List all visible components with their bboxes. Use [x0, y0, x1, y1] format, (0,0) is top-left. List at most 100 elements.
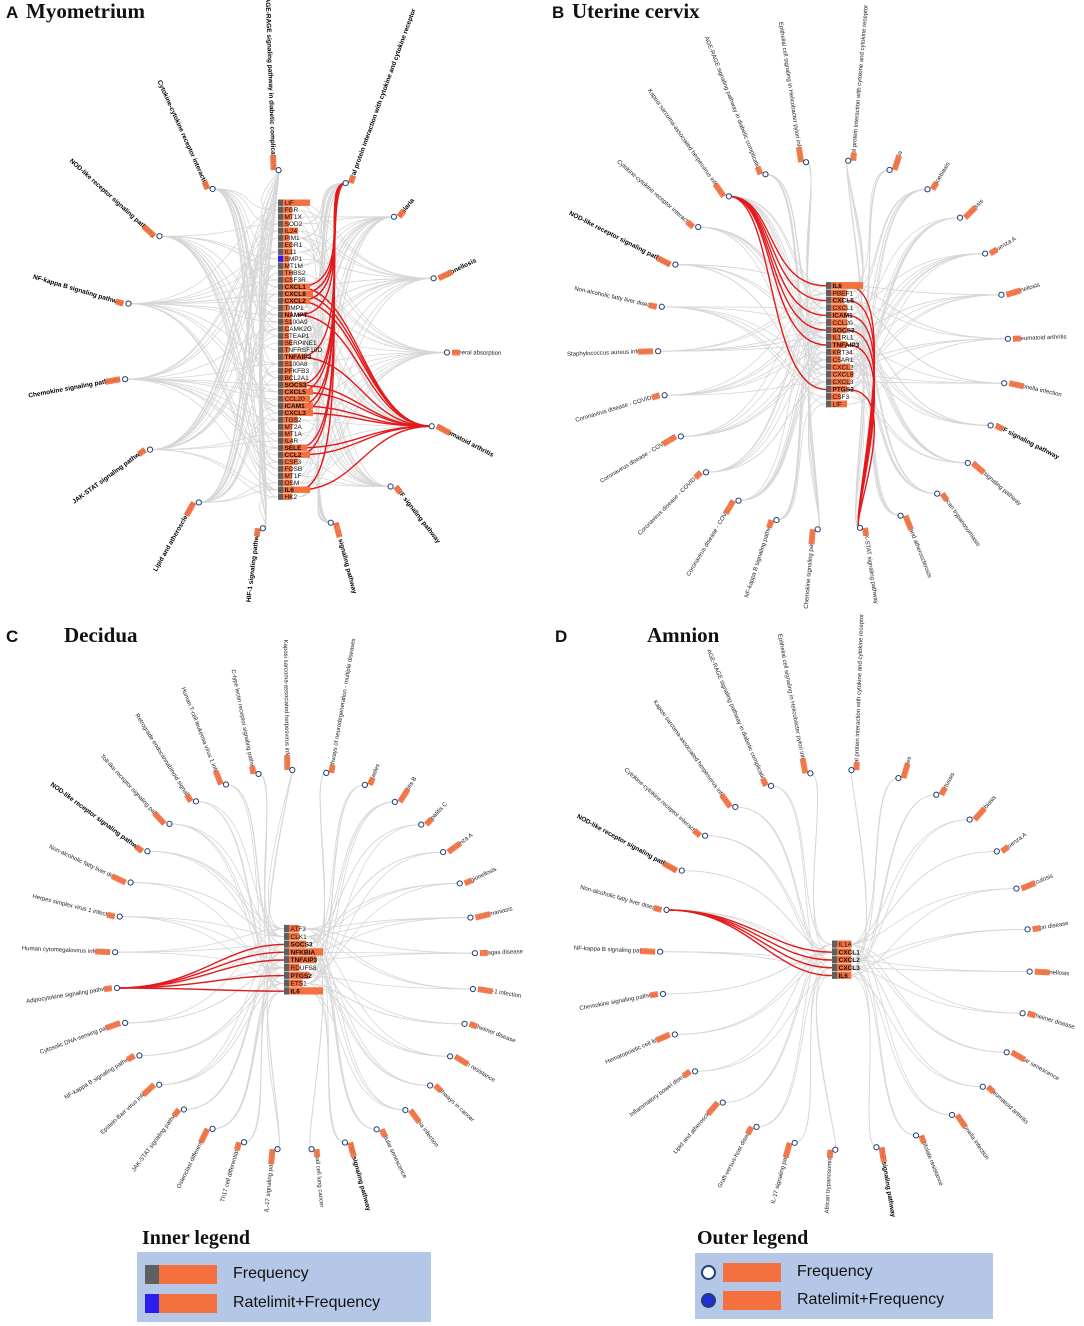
pathway-node-circle[interactable] — [327, 519, 334, 526]
pathway-node-circle[interactable] — [702, 469, 710, 476]
pathway-node[interactable]: Epstein-Barr virus infection — [100, 1081, 163, 1136]
pathway-node[interactable]: Cytokine-cytokine receptor interaction — [156, 79, 216, 193]
gene-row[interactable]: CSF3R — [278, 276, 306, 284]
pathway-node[interactable]: Epithelial cell signaling in Helicobacte… — [777, 22, 810, 166]
pathway-node-circle[interactable] — [308, 1146, 315, 1153]
pathway-node-circle[interactable] — [658, 303, 665, 310]
pathway-node[interactable]: Lipid and atherosclerosis — [152, 499, 202, 573]
pathway-node[interactable]: Cellular senescence — [373, 1126, 408, 1180]
gene-row[interactable]: RDUFS8 — [284, 963, 317, 972]
pathway-node-circle[interactable] — [341, 1139, 349, 1146]
pathway-node[interactable]: Yersinia infection — [402, 1106, 439, 1149]
pathway-node[interactable]: Chemokine signaling pathway — [28, 376, 129, 400]
gene-row[interactable]: SOCS3 — [278, 381, 307, 389]
pathway-node[interactable]: Staphylococcus aureus infection — [567, 348, 662, 358]
pathway-node-circle[interactable] — [255, 770, 262, 778]
gene-row[interactable]: NAMPT — [278, 311, 308, 319]
pathway-node[interactable]: Non-alcoholic fatty liver disease — [574, 286, 665, 310]
pathway-node[interactable]: Legionellosis — [1026, 968, 1069, 978]
pathway-node[interactable]: IL-17 signaling pathway — [264, 1146, 281, 1213]
gene-row[interactable]: HK2 — [278, 493, 298, 501]
pathway-node[interactable]: Kaposi sarcoma-associated herpesvirus in… — [646, 88, 732, 200]
gene-row[interactable]: IL1A — [832, 940, 853, 949]
gene-row[interactable]: PFKFB3 — [278, 367, 309, 375]
pathway-node-circle[interactable] — [440, 848, 447, 856]
pathway-node[interactable]: Legionellosis — [456, 867, 498, 887]
pathway-node-circle[interactable] — [116, 913, 123, 920]
pathway-node[interactable]: Coronavirus disease - COVID-19 — [599, 433, 684, 485]
gene-row[interactable]: PIM1 — [278, 234, 300, 242]
gene-row[interactable]: CXCL1 — [826, 304, 854, 312]
pathway-node-circle[interactable] — [767, 782, 775, 789]
gene-row[interactable]: CAMK2G — [278, 325, 312, 333]
gene-row[interactable]: MT1A — [278, 430, 303, 438]
pathway-node[interactable]: Coronavirus disease - COVID-19 — [686, 497, 742, 578]
pathway-node-circle[interactable] — [964, 459, 971, 467]
gene-row[interactable]: THBS2 — [278, 269, 306, 277]
pathway-node-circle[interactable] — [323, 769, 330, 776]
pathway-node-circle[interactable] — [663, 906, 670, 914]
pathway-node-circle[interactable] — [373, 1126, 380, 1133]
pathway-node[interactable]: Chemokine signaling pathway — [804, 526, 821, 609]
pathway-node[interactable]: HIF-1 signaling pathway — [245, 525, 266, 603]
pathway-node-circle[interactable] — [845, 157, 852, 164]
pathway-node[interactable]: Pertussis — [933, 772, 957, 798]
pathway-node-circle[interactable] — [695, 223, 702, 231]
gene-row[interactable]: BCL2A1 — [278, 374, 309, 382]
pathway-node-circle[interactable] — [654, 348, 662, 355]
pathway-node[interactable]: Lipid and atherosclerosis — [673, 1099, 726, 1155]
pathway-node[interactable]: Toll-like receptor signaling pathway — [99, 754, 173, 827]
pathway-node-circle[interactable] — [1004, 335, 1012, 342]
pathway-node[interactable]: Mineral absorption — [443, 349, 501, 357]
gene-row[interactable]: TNFAIP3 — [826, 341, 860, 349]
pathway-node[interactable]: Coronavirus disease - COVID-19 — [637, 469, 710, 537]
pathway-node-circle[interactable] — [274, 1146, 281, 1153]
pathway-node-circle[interactable] — [753, 1123, 760, 1130]
pathway-node-circle[interactable] — [427, 1082, 434, 1089]
pathway-node-circle[interactable] — [275, 167, 282, 174]
pathway-node-circle[interactable] — [873, 1144, 880, 1151]
pathway-node-circle[interactable] — [948, 1111, 956, 1119]
pathway-node[interactable]: Hepatitis B — [391, 776, 418, 806]
pathway-node[interactable]: Cytokine-cytokine receptor interaction — [623, 767, 709, 839]
pathway-node[interactable]: Viral protein interaction with cytokine … — [342, 8, 418, 187]
pathway-node[interactable]: African trypanosomiasis — [825, 1146, 839, 1214]
pathway-node-circle[interactable] — [136, 1052, 143, 1059]
pathway-node-circle[interactable] — [456, 880, 463, 887]
gene-row[interactable]: TNFAIP3 — [278, 353, 312, 361]
pathway-node[interactable]: Salmonella infection — [948, 1111, 990, 1161]
pathway-node-circle[interactable] — [112, 949, 119, 956]
gene-row[interactable]: PTGS2 — [826, 385, 854, 394]
pathway-node-circle[interactable] — [289, 766, 296, 774]
pathway-node[interactable]: Rheumatoid arthritis — [979, 1083, 1029, 1126]
gene-row[interactable]: TGS2 — [278, 416, 302, 424]
gene-row[interactable]: LIF — [278, 199, 310, 207]
gene-row[interactable]: IL6 — [278, 486, 310, 494]
pathway-node-circle[interactable] — [144, 848, 151, 855]
pathway-node-circle[interactable] — [387, 483, 394, 490]
pathway-node[interactable]: African trypanosomiasis — [934, 490, 981, 548]
gene-row[interactable]: CLK1 — [284, 932, 307, 941]
gene-row[interactable]: CXCL2 — [278, 297, 310, 305]
pathway-node[interactable]: IL-17 signaling pathway — [327, 519, 358, 595]
pathway-node-circle[interactable] — [1013, 885, 1020, 892]
pathway-node[interactable]: Legionellosis — [998, 282, 1041, 298]
pathway-node-circle[interactable] — [166, 820, 173, 827]
pathway-node[interactable]: Osteoclast differentiation — [176, 1125, 216, 1190]
gene-row[interactable]: FOSB — [278, 465, 302, 473]
pathway-node[interactable]: Chemokine signaling pathway — [579, 990, 667, 1012]
gene-row[interactable]: IL6 — [284, 987, 323, 995]
pathway-node-circle[interactable] — [661, 392, 668, 399]
gene-row[interactable]: SELE — [278, 444, 307, 452]
pathway-node[interactable]: JAK-STAT signaling pathway — [71, 446, 154, 506]
pathway-node[interactable]: Th17 cell differentiation — [220, 1139, 248, 1203]
pathway-node[interactable]: Antifolate resistance — [912, 1132, 944, 1188]
pathway-node-circle[interactable] — [209, 1125, 216, 1132]
pathway-node-circle[interactable] — [993, 848, 1000, 855]
pathway-node-circle[interactable] — [241, 1139, 248, 1146]
pathway-node-circle[interactable] — [361, 781, 368, 789]
pathway-node[interactable]: Salmonella infection — [1001, 380, 1063, 398]
pathway-node-circle[interactable] — [125, 300, 132, 307]
gene-row[interactable]: EGR1 — [278, 241, 303, 249]
pathway-node-circle[interactable] — [678, 867, 685, 874]
